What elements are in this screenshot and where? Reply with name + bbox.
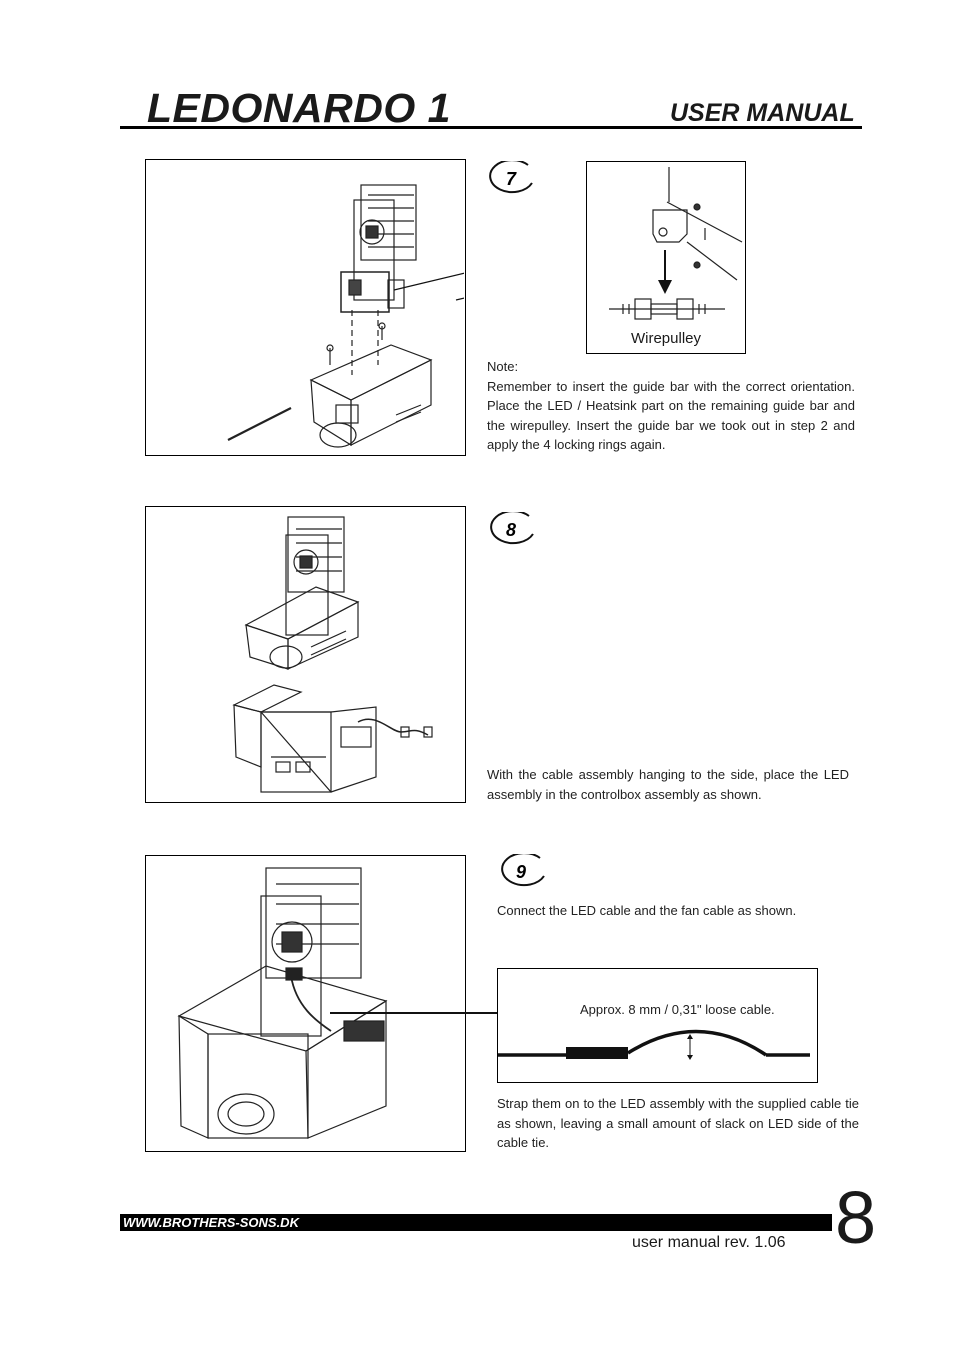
step-9-note-text: Strap them on to the LED assembly with t… <box>497 1096 859 1150</box>
step-9-badge: 9 <box>496 852 546 895</box>
cable-detail-label: Approx. 8 mm / 0,31" loose cable. <box>580 1002 775 1017</box>
step-7-note-text: Remember to insert the guide bar with th… <box>487 378 855 453</box>
manual-title: LEDONARDO 1 <box>147 85 451 131</box>
step-8-badge: 8 <box>485 510 535 553</box>
header-rule <box>120 126 862 129</box>
step-7-badge: 7 <box>484 159 534 202</box>
step-7-note-heading: Note: <box>487 359 519 374</box>
website-link[interactable]: WWW.BROTHERS-SONS.DK <box>123 1215 299 1230</box>
wirepulley-label: Wirepulley <box>630 330 702 347</box>
step-7-drawing <box>227 184 645 448</box>
step-8-illustration <box>145 506 466 803</box>
wirepulley-detail: Wirepulley <box>586 161 746 354</box>
step-8-drawing <box>232 516 433 793</box>
step-9-drawing <box>177 867 388 1139</box>
revision-label: user manual rev. 1.06 <box>632 1234 786 1251</box>
cable-slack-drawing <box>498 1029 810 1060</box>
cable-pointer-line <box>330 1012 498 1014</box>
step-7-illustration <box>145 159 645 456</box>
wirepulley-drawing <box>609 167 743 320</box>
manual-subtitle: USER MANUAL <box>670 99 855 127</box>
cable-detail: Approx. 8 mm / 0,31" loose cable. <box>497 968 818 1083</box>
page-number: 8 <box>835 1176 877 1259</box>
step-9-illustration <box>145 855 466 1152</box>
footer-bar <box>120 1214 832 1231</box>
step-7-number: 7 <box>506 169 517 189</box>
step-9-intro-text: Connect the LED cable and the fan cable … <box>497 903 797 918</box>
step-8-number: 8 <box>506 520 516 540</box>
step-9-number: 9 <box>516 862 526 882</box>
step-8-note-text: With the cable assembly hanging to the s… <box>487 767 849 802</box>
